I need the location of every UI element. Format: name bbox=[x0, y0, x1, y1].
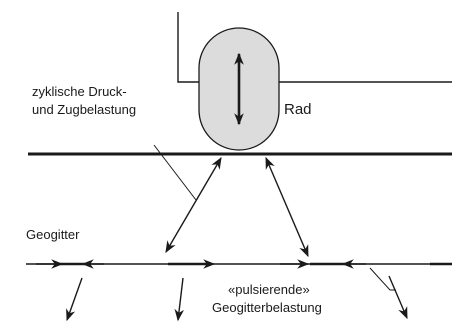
leader-cyclic bbox=[153, 144, 197, 201]
vehicle-outline bbox=[177, 12, 452, 83]
cyclic-load-label-line1: zyklische Druck- bbox=[32, 84, 127, 99]
geogrid-label: Geogitter bbox=[26, 227, 80, 242]
down-arrow bbox=[66, 277, 83, 322]
force-arrow-left bbox=[165, 156, 222, 254]
pulsing-load-label-line1: «pulsierende» bbox=[228, 282, 310, 297]
leader-pulsing bbox=[369, 267, 396, 291]
wheel-label: Rad bbox=[284, 101, 312, 118]
pulsing-load-label-line2: Geogitterbelastung bbox=[212, 300, 322, 315]
force-arrow-right bbox=[265, 156, 309, 258]
down-arrow bbox=[174, 277, 185, 322]
cyclic-load-label-line2: und Zugbelastung bbox=[32, 102, 137, 117]
down-arrow bbox=[388, 275, 408, 320]
